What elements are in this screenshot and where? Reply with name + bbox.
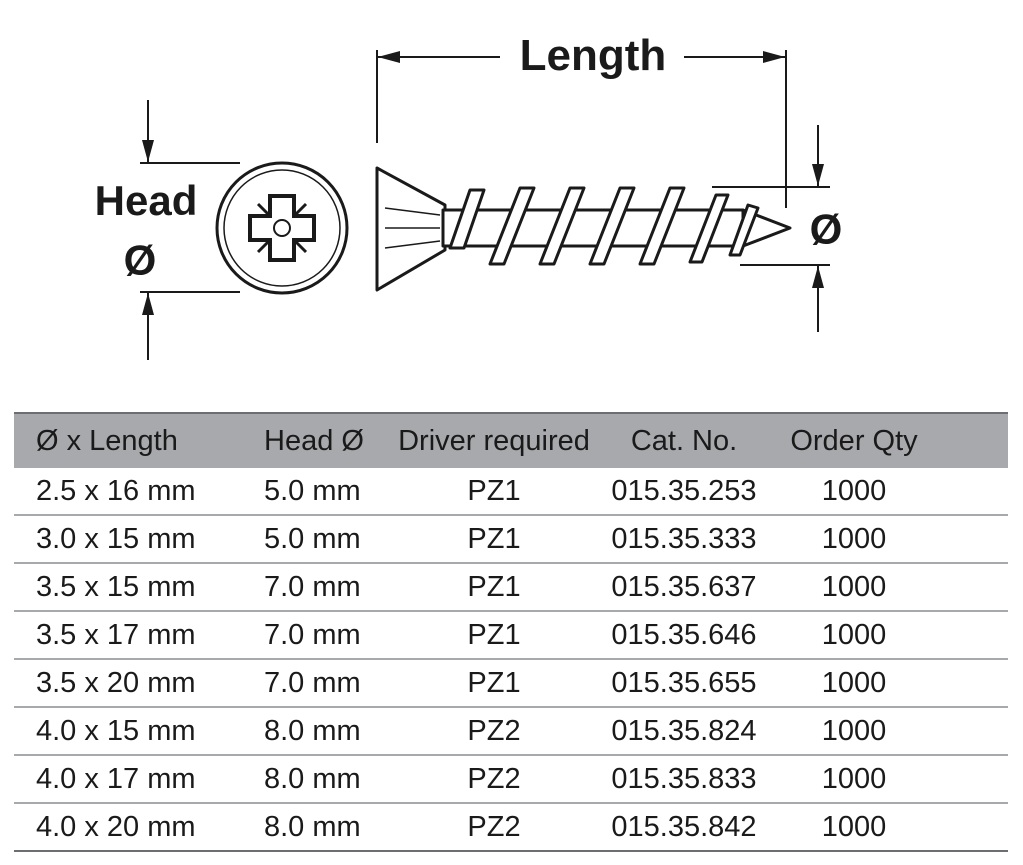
cell-order-qty: 1000 xyxy=(769,611,939,660)
cell-head-diameter: 7.0 mm xyxy=(264,611,389,660)
row-spacer xyxy=(939,468,1008,516)
cell-diameter-length: 4.0 x 15 mm xyxy=(14,707,264,756)
head-arrowhead-bottom xyxy=(142,293,154,315)
row-spacer xyxy=(939,803,1008,852)
cell-cat-no: 015.35.333 xyxy=(599,515,769,564)
header-order-qty: Order Qty xyxy=(769,412,939,468)
cell-order-qty: 1000 xyxy=(769,468,939,516)
length-arrowhead-right xyxy=(763,51,785,63)
cell-head-diameter: 8.0 mm xyxy=(264,803,389,852)
cell-head-diameter: 5.0 mm xyxy=(264,468,389,516)
cell-driver: PZ2 xyxy=(389,707,599,756)
cell-cat-no: 015.35.833 xyxy=(599,755,769,804)
cell-driver: PZ1 xyxy=(389,659,599,708)
screw-dimension-diagram: Length Head Ø Ø xyxy=(95,31,843,360)
head-diameter-symbol: Ø xyxy=(124,237,157,284)
cell-diameter-length: 3.5 x 17 mm xyxy=(14,611,264,660)
cell-order-qty: 1000 xyxy=(769,515,939,564)
cell-order-qty: 1000 xyxy=(769,563,939,612)
header-diameter-length: Ø x Length xyxy=(14,412,264,468)
header-driver: Driver required xyxy=(389,412,599,468)
row-spacer xyxy=(939,563,1008,612)
row-spacer xyxy=(939,659,1008,708)
cell-order-qty: 1000 xyxy=(769,803,939,852)
header-spacer xyxy=(939,412,1008,468)
shank-diameter-symbol: Ø xyxy=(810,206,843,253)
cell-order-qty: 1000 xyxy=(769,755,939,804)
cell-cat-no: 015.35.655 xyxy=(599,659,769,708)
cell-driver: PZ1 xyxy=(389,563,599,612)
head-label: Head xyxy=(95,177,198,224)
cell-cat-no: 015.35.253 xyxy=(599,468,769,516)
length-label: Length xyxy=(520,31,667,80)
cell-diameter-length: 4.0 x 17 mm xyxy=(14,755,264,804)
table-header-row: Ø x Length Head Ø Driver required Cat. N… xyxy=(14,412,1008,468)
head-arrowhead-top xyxy=(142,140,154,162)
cell-cat-no: 015.35.637 xyxy=(599,563,769,612)
diameter-arrowhead-top xyxy=(812,164,824,186)
length-arrowhead-left xyxy=(378,51,400,63)
cell-driver: PZ1 xyxy=(389,468,599,516)
cell-driver: PZ1 xyxy=(389,515,599,564)
cell-head-diameter: 5.0 mm xyxy=(264,515,389,564)
cell-driver: PZ2 xyxy=(389,755,599,804)
cell-diameter-length: 4.0 x 20 mm xyxy=(14,803,264,852)
cell-cat-no: 015.35.646 xyxy=(599,611,769,660)
cell-order-qty: 1000 xyxy=(769,659,939,708)
row-spacer xyxy=(939,755,1008,804)
cell-diameter-length: 3.5 x 15 mm xyxy=(14,563,264,612)
cell-head-diameter: 7.0 mm xyxy=(264,659,389,708)
cell-cat-no: 015.35.824 xyxy=(599,707,769,756)
screw-side-view xyxy=(375,166,792,292)
row-spacer xyxy=(939,707,1008,756)
cell-head-diameter: 8.0 mm xyxy=(264,707,389,756)
screw-spec-table: Ø x Length Head Ø Driver required Cat. N… xyxy=(14,412,1008,852)
diameter-arrowhead-bottom xyxy=(812,266,824,288)
pozidriv-head-icon xyxy=(215,161,349,295)
row-spacer xyxy=(939,611,1008,660)
cell-head-diameter: 8.0 mm xyxy=(264,755,389,804)
header-head-diameter: Head Ø xyxy=(264,412,389,468)
cell-diameter-length: 3.0 x 15 mm xyxy=(14,515,264,564)
cell-cat-no: 015.35.842 xyxy=(599,803,769,852)
row-spacer xyxy=(939,515,1008,564)
cell-driver: PZ2 xyxy=(389,803,599,852)
cell-diameter-length: 3.5 x 20 mm xyxy=(14,659,264,708)
cell-order-qty: 1000 xyxy=(769,707,939,756)
cell-head-diameter: 7.0 mm xyxy=(264,563,389,612)
header-cat-no: Cat. No. xyxy=(599,412,769,468)
cell-driver: PZ1 xyxy=(389,611,599,660)
cell-diameter-length: 2.5 x 16 mm xyxy=(14,468,264,516)
